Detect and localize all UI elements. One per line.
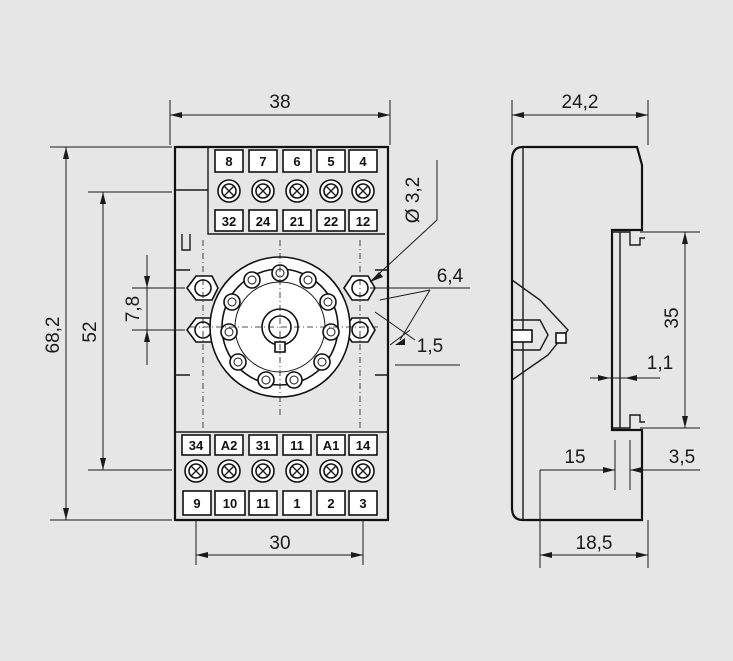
terminal-label: 14 [356, 438, 371, 453]
front-housing-outline [173, 145, 390, 522]
screw-icon [217, 179, 241, 203]
terminal-label: 32 [222, 214, 236, 229]
dim-hole-diameter: Ø 3,2 [403, 177, 424, 223]
screw-icon [319, 179, 343, 203]
terminal-label: 9 [193, 496, 200, 511]
dim-side-depth: 24,2 [562, 92, 599, 113]
terminal-label: 8 [225, 154, 232, 169]
dim-height-inner: 52 [80, 321, 101, 342]
terminal-label: 34 [189, 438, 204, 453]
top-terminal-row: 8 7 6 5 4 [214, 149, 378, 173]
dim-width-bottom: 30 [269, 533, 290, 554]
dim-side-base: 18,5 [576, 533, 613, 554]
screw-icon [184, 459, 208, 483]
socket-pin-icons [220, 264, 340, 389]
top-terminal-block [207, 147, 385, 235]
terminal-label: 12 [356, 214, 370, 229]
housing-inner-left [175, 189, 208, 376]
upper-terminal-row: 32 24 21 22 12 [214, 209, 378, 232]
terminal-label: A1 [323, 438, 340, 453]
side-dimensions: 24,2 35 1,1 15 3,5 18,5 [511, 92, 700, 568]
terminal-label: 7 [259, 154, 266, 169]
top-screw-row [217, 179, 375, 203]
terminal-label: 10 [223, 496, 237, 511]
screw-icon [251, 179, 275, 203]
terminal-label: 4 [359, 154, 367, 169]
screw-icon [351, 179, 375, 203]
screw-icon [217, 459, 241, 483]
side-housing-outline [510, 145, 644, 522]
terminal-label: 11 [290, 438, 304, 453]
terminal-label: 1 [293, 496, 300, 511]
side-view [510, 145, 645, 522]
screw-icon [251, 459, 275, 483]
terminal-label: 11 [256, 496, 270, 511]
front-dimensions: 38 30 68,2 52 7,8 Ø 3,2 [43, 92, 470, 565]
screw-icon [319, 459, 343, 483]
dim-width-top: 38 [269, 92, 290, 113]
dim-rail-thickness: 3,5 [669, 447, 695, 468]
dim-rail-gap: 1,1 [647, 353, 673, 374]
dim-rail-height: 35 [662, 307, 683, 328]
terminal-label: 5 [327, 154, 334, 169]
housing-inner-right [375, 269, 388, 376]
side-rail-clip [612, 231, 645, 429]
terminal-label: 2 [327, 496, 334, 511]
front-view: 8 7 6 5 4 32 24 21 22 12 [173, 145, 390, 522]
dim-hole-spacing: 7,8 [123, 296, 144, 322]
dim-rail-offset: 15 [564, 447, 585, 468]
bottom-terminal-row: 9 10 11 1 2 3 [182, 490, 378, 516]
terminal-label: 6 [293, 154, 300, 169]
terminal-label: 24 [256, 214, 271, 229]
center-lines [190, 240, 380, 430]
screw-icon [285, 459, 309, 483]
lower-screw-row [184, 459, 375, 483]
dim-thickness: 1,5 [417, 336, 443, 357]
terminal-label: A2 [221, 438, 238, 453]
dim-hole-offset: 6,4 [437, 266, 464, 287]
screw-icon [285, 179, 309, 203]
dim-height-total: 68,2 [43, 317, 64, 354]
terminal-label: 21 [290, 214, 304, 229]
screw-icon [351, 459, 375, 483]
terminal-label: 22 [324, 214, 338, 229]
lower-terminal-row: 34 A2 31 11 A1 14 [181, 434, 378, 456]
terminal-label: 3 [359, 496, 366, 511]
side-latch [511, 279, 569, 381]
terminal-label: 31 [256, 438, 270, 453]
